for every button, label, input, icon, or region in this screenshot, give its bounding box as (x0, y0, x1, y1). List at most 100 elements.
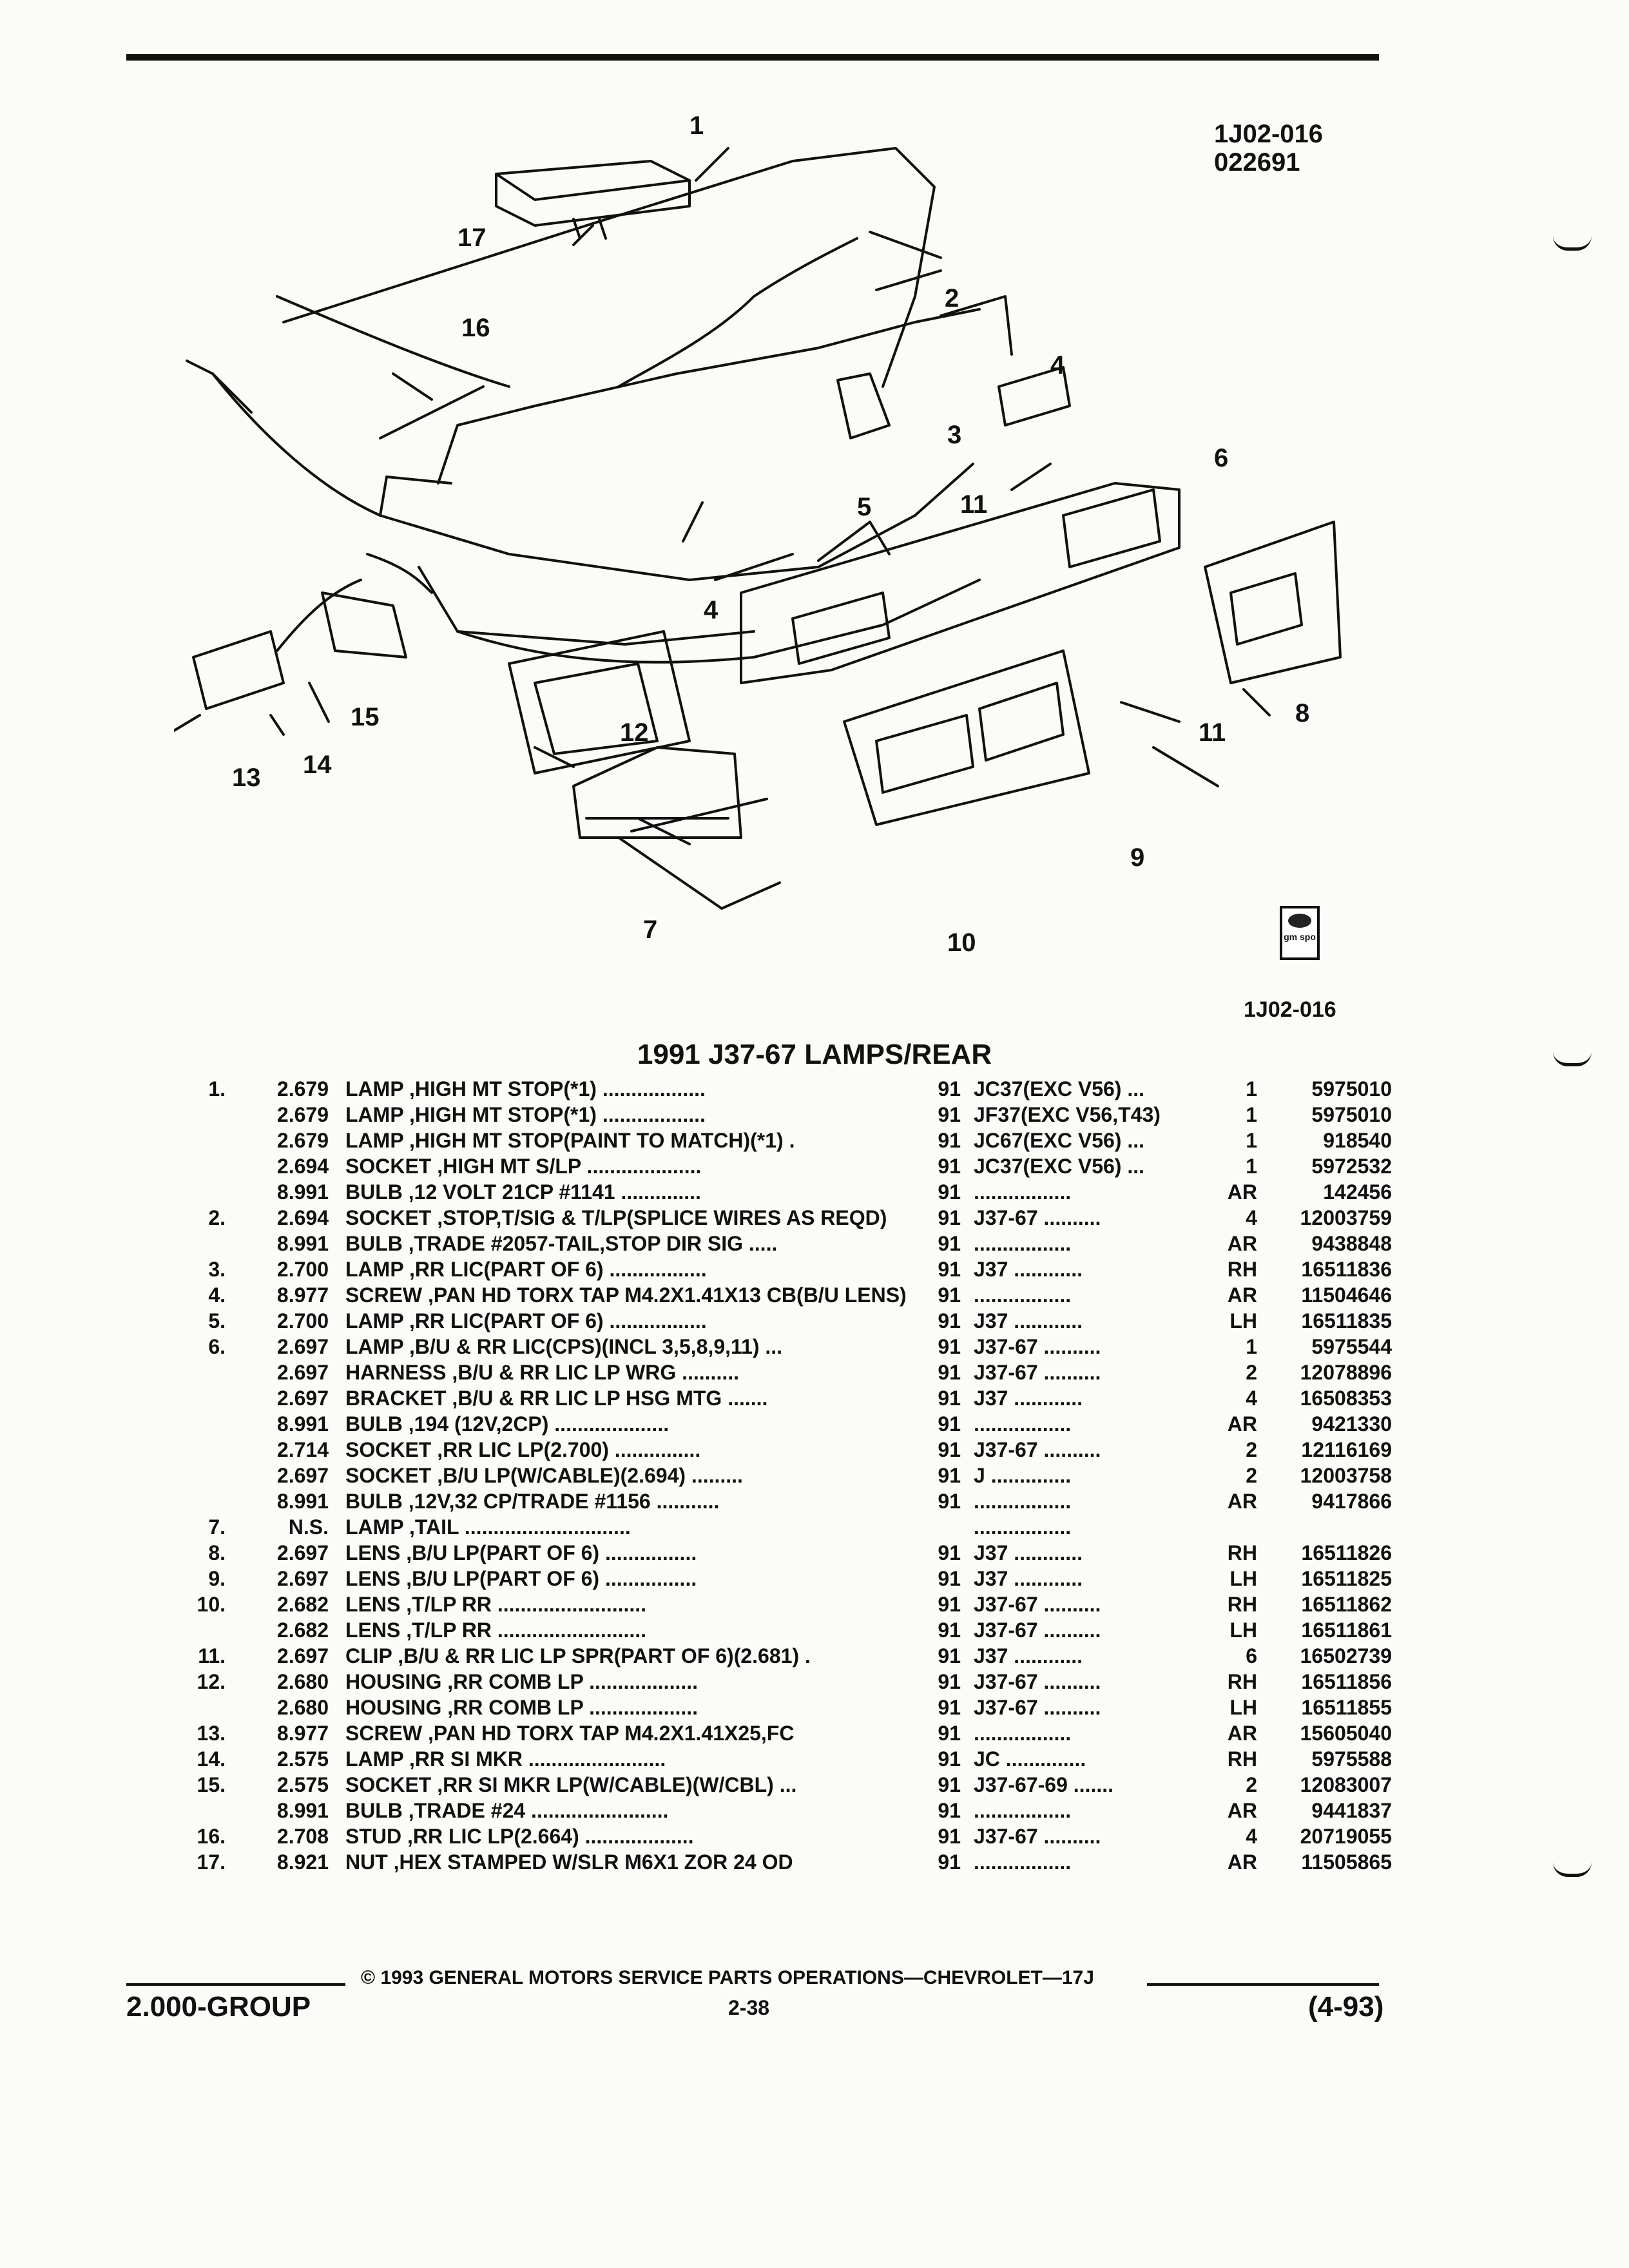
cell-qty: AR (1227, 1180, 1257, 1204)
cell-pn: 16511826 (1301, 1541, 1392, 1564)
cell-year: 91 (938, 1361, 961, 1384)
callout-8: 8 (1295, 699, 1309, 727)
cell-qty: AR (1227, 1490, 1257, 1513)
cell-pn: 12083007 (1300, 1773, 1392, 1796)
cell-ref: 13. (197, 1722, 226, 1745)
cell-year: 91 (938, 1825, 961, 1848)
top-rule (126, 54, 1379, 61)
cell-app: J37 ............ (974, 1541, 1083, 1564)
cell-desc: BULB ,TRADE #2057-TAIL,STOP DIR SIG ....… (345, 1232, 778, 1255)
cell-ref: 5. (208, 1309, 226, 1332)
cell-group: 2.679 (276, 1077, 329, 1100)
figure-code: 1J02-016 (1214, 120, 1324, 148)
cell-group: 2.697 (276, 1387, 329, 1410)
binder-mark (1553, 1052, 1592, 1066)
cell-app: ................. (974, 1515, 1072, 1539)
cell-year: 91 (938, 1206, 961, 1229)
cell-desc: HOUSING ,RR COMB LP ................... (345, 1696, 699, 1719)
cell-group: 8.991 (276, 1232, 329, 1255)
cell-ref: 8. (208, 1541, 226, 1564)
cell-app: J .............. (974, 1464, 1072, 1487)
cell-year: 91 (938, 1644, 961, 1667)
footer-rule-right (1147, 1983, 1379, 1986)
callout-2: 2 (945, 284, 959, 312)
callout-4b: 4 (704, 596, 718, 624)
cell-app: J37-67 .......... (974, 1825, 1101, 1848)
cell-desc: LAMP ,RR SI MKR ........................ (345, 1747, 666, 1771)
cell-ref: 10. (197, 1593, 226, 1616)
cell-pn (1257, 1514, 1392, 1540)
callout-17: 17 (458, 224, 487, 252)
cell-group: 2.694 (276, 1155, 329, 1178)
cell-desc: BULB ,12V,32 CP/TRADE #1156 ........... (345, 1490, 720, 1513)
cell-year: 91 (938, 1283, 961, 1307)
cell-app: J37-67 .......... (974, 1206, 1101, 1229)
footer-rule-left (126, 1983, 345, 1986)
cell-year: 91 (938, 1490, 961, 1513)
cell-year: 91 (938, 1103, 961, 1126)
cell-desc: LAMP ,B/U & RR LIC(CPS)(INCL 3,5,8,9,11)… (345, 1335, 783, 1358)
cell-pn: 12003758 (1300, 1464, 1392, 1487)
cell-ref (129, 1231, 251, 1256)
cell-app: JC67(EXC V56) ... (974, 1129, 1144, 1152)
cell-group: N.S. (288, 1515, 329, 1539)
cell-year: 91 (938, 1541, 961, 1564)
binder-mark (1553, 1862, 1592, 1877)
cell-desc: LAMP ,HIGH MT STOP(*1) .................… (345, 1077, 706, 1100)
cell-ref (129, 1179, 251, 1205)
cell-ref: 7. (208, 1515, 226, 1539)
combination-lamp-housing (508, 630, 691, 774)
cell-group: 2.575 (276, 1747, 329, 1771)
cell-ref: 12. (197, 1670, 226, 1693)
cell-ref: 15. (197, 1773, 226, 1796)
cell-desc: BRACKET ,B/U & RR LIC LP HSG MTG ....... (345, 1387, 768, 1410)
cell-year: 91 (938, 1696, 961, 1719)
trunk-outline (282, 147, 936, 388)
edition: (4-93) (1308, 1991, 1384, 2023)
figure-code-bottom: 1J02-016 (1244, 997, 1336, 1022)
cell-year: 91 (938, 1232, 961, 1255)
cell-pn: 918540 (1323, 1129, 1392, 1152)
cell-pn: 12003759 (1300, 1206, 1392, 1229)
cell-desc: LAMP ,HIGH MT STOP(*1) .................… (345, 1103, 706, 1126)
cell-desc: SOCKET ,RR SI MKR LP(W/CABLE)(W/CBL) ... (345, 1773, 797, 1796)
cell-group: 2.682 (276, 1619, 329, 1642)
cell-app: J37-67 .......... (974, 1335, 1101, 1358)
callout-14: 14 (303, 751, 332, 779)
cell-group: 2.700 (276, 1258, 329, 1281)
cell-pn: 9441837 (1311, 1799, 1392, 1822)
cell-ref (129, 1617, 251, 1643)
page-number: 2-38 (728, 1996, 770, 2019)
cell-qty: RH (1227, 1670, 1257, 1693)
cell-year: 91 (938, 1722, 961, 1745)
cell-group: 2.697 (276, 1464, 329, 1487)
cell-year: 91 (938, 1180, 961, 1204)
binder-mark (1553, 236, 1592, 251)
cell-ref: 2. (208, 1206, 226, 1229)
cell-pn: 16511836 (1301, 1258, 1392, 1281)
cell-app: J37 ............ (974, 1644, 1083, 1667)
callout-16: 16 (461, 314, 490, 342)
cell-group: 2.697 (276, 1567, 329, 1590)
cell-app: ................. (974, 1232, 1072, 1255)
cell-qty: 1 (1246, 1155, 1257, 1178)
cell-pn: 16511856 (1301, 1670, 1392, 1693)
cell-ref: 4. (208, 1283, 226, 1307)
cell-qty: LH (1229, 1567, 1257, 1590)
cell-pn: 5975010 (1311, 1077, 1392, 1100)
cell-desc: HOUSING ,RR COMB LP ................... (345, 1670, 699, 1693)
cell-year: 91 (938, 1258, 961, 1281)
cell-desc: SOCKET ,STOP,T/SIG & T/LP(SPLICE WIRES A… (345, 1206, 887, 1229)
